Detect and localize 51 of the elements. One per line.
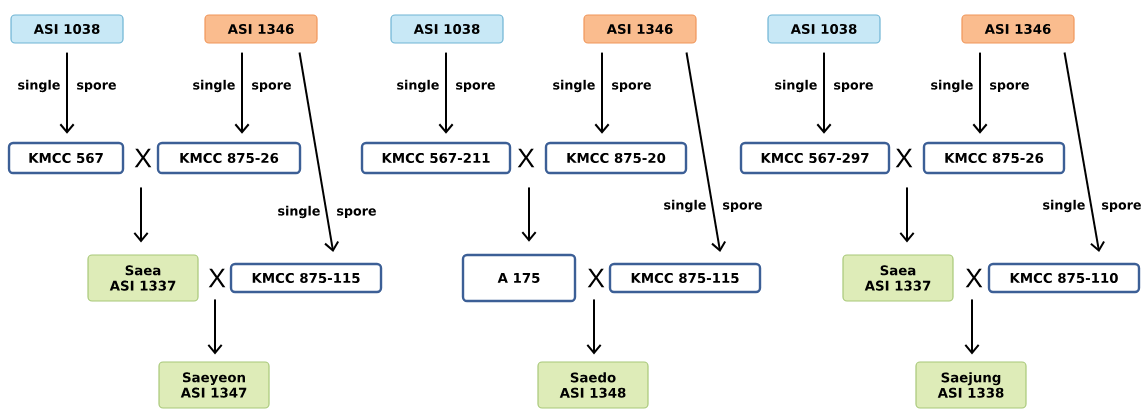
arrow: [521, 186, 537, 242]
arrow: [964, 298, 980, 355]
edge-label: single spore: [278, 205, 376, 219]
edge-label: single spore: [931, 79, 1029, 93]
cultivar-box: Saea ASI 1337: [842, 254, 954, 302]
arrow: [816, 51, 832, 134]
arrow: [685, 51, 727, 252]
strain-box: KMCC 875-26: [156, 141, 302, 175]
arrow: [586, 298, 602, 355]
strain-box: A 175: [461, 253, 577, 303]
cultivar-box: Saeyeon ASI 1347: [158, 361, 270, 409]
strain-box: KMCC 567: [7, 141, 125, 175]
cross-symbol: X: [965, 268, 983, 288]
strain-box: ASI 1346: [204, 14, 318, 44]
strain-box: KMCC 875-115: [229, 262, 383, 294]
cross-symbol: X: [517, 148, 535, 168]
arrow: [298, 51, 340, 252]
arrow: [438, 51, 454, 134]
strain-box: ASI 1038: [10, 14, 124, 44]
arrow: [1063, 51, 1106, 252]
edge-label: single spore: [193, 79, 291, 93]
edge-label: single spore: [397, 79, 495, 93]
cross-symbol: X: [895, 148, 913, 168]
edge-label: single spore: [664, 199, 762, 213]
arrow: [207, 298, 223, 355]
cultivar-box: Saea ASI 1337: [87, 254, 199, 302]
edge-label: single spore: [1043, 199, 1141, 213]
cross-symbol: X: [134, 148, 152, 168]
strain-box: ASI 1038: [767, 14, 881, 44]
arrow: [594, 51, 610, 134]
edge-label: single spore: [553, 79, 651, 93]
strain-box: KMCC 567-297: [739, 141, 891, 175]
arrow: [234, 51, 250, 134]
cultivar-box: Saejung ASI 1338: [915, 361, 1027, 409]
strain-box: ASI 1346: [961, 14, 1075, 44]
edge-label: single spore: [18, 79, 116, 93]
strain-box: ASI 1346: [583, 14, 697, 44]
edge-label: single spore: [775, 79, 873, 93]
strain-box: KMCC 567-211: [360, 141, 512, 175]
arrow: [972, 51, 988, 134]
strain-box: ASI 1038: [390, 14, 504, 44]
strain-box: KMCC 875-26: [922, 141, 1066, 175]
strain-box: KMCC 875-20: [544, 141, 688, 175]
cross-symbol: X: [587, 268, 605, 288]
arrow: [59, 51, 75, 134]
cross-symbol: X: [208, 268, 226, 288]
arrow: [899, 186, 915, 243]
cultivar-box: Saedo ASI 1348: [537, 361, 649, 409]
strain-box: KMCC 875-115: [608, 262, 762, 294]
arrow: [133, 186, 149, 243]
strain-box: KMCC 875-110: [987, 262, 1141, 294]
